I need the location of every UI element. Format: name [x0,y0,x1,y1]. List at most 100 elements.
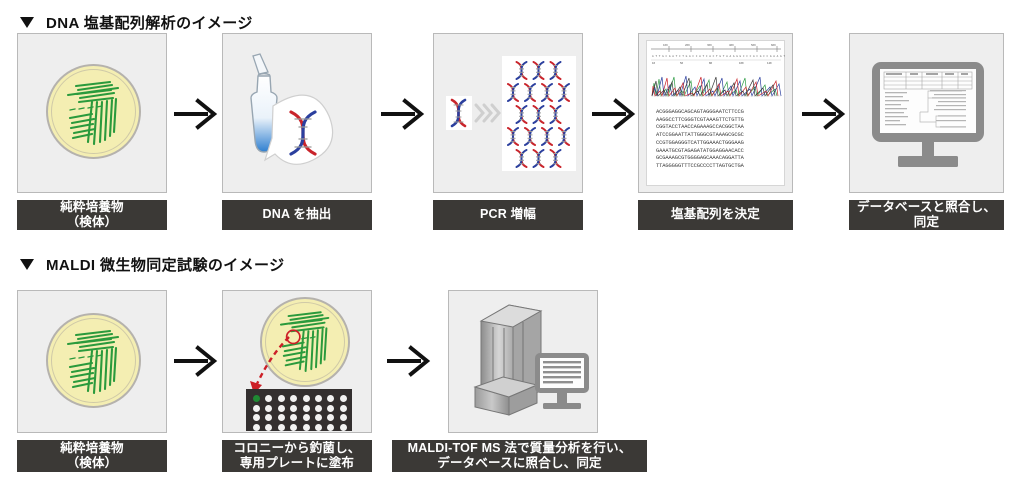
caption-pure-culture-maldi: 純粋培養物 （検体） [17,440,167,472]
caption-dna-extraction: DNA を抽出 [222,200,372,230]
petri-dish-rim [51,318,136,403]
svg-text:100: 100 [739,61,744,65]
petri-dish-rim [265,302,345,382]
svg-text:80: 80 [709,61,713,65]
caption-sequencing: 塩基配列を決定 [638,200,793,230]
dna-helix-icon [515,61,528,80]
target-well [302,414,310,421]
triangle-down-icon [20,259,34,270]
section-heading-dna: DNA 塩基配列解析のイメージ [20,12,253,33]
section-heading-maldi: MALDI 微生物同定試験のイメージ [20,254,285,275]
arrow-right-icon [174,98,218,130]
dna-helix-icon [541,127,553,146]
dna-helix-icon [532,149,545,168]
target-well [253,404,260,412]
caption-database-match: データベースと照合し、 同定 [849,200,1004,230]
panel-database-match [849,33,1004,193]
selected-colony-marker [285,329,301,345]
chromatogram-window: 100 200 300 400 500 600 A T T G C G A T C T … [646,40,786,186]
dna-helix-icon [532,61,545,80]
petri-dish [46,313,141,408]
svg-text:200: 200 [685,43,690,47]
dna-helix-icon [549,61,562,80]
panel-dna-extraction [222,33,372,193]
target-well [265,423,273,431]
chromatogram-trace: 100 200 300 400 500 600 A T T G C G A T C T … [651,43,786,98]
target-well [302,404,310,412]
dna-helix-icon [558,83,570,102]
target-well [315,395,322,402]
arrow-right-icon [387,345,431,377]
arrow-right-icon [174,345,218,377]
target-well [327,395,335,402]
dna-sequence-text: ACGGGAGGCAGCAGTAGGGAATCTTCCG AAGGCCTTCGG… [656,109,744,170]
caption-pick-colony: コロニーから釣菌し、 専用プレートに塗布 [222,440,372,472]
target-well [302,395,310,402]
dna-helix-icon [515,105,528,124]
dna-helix-icon [524,83,536,102]
target-well [290,423,298,431]
dna-helix-icon [524,127,536,146]
panel-sequencing: 100 200 300 400 500 600 A T T G C G A T C T … [638,33,793,193]
target-well [315,404,322,412]
microcentrifuge-tube-icon [250,53,334,165]
target-well [253,423,260,431]
bacterial-streak-icon [66,80,120,146]
triangle-down-icon [20,17,34,28]
target-well-spotted [253,395,260,402]
target-well [290,404,298,412]
maldi-target-plate [246,389,352,431]
petri-dish [260,297,350,387]
target-well [277,395,285,402]
target-well [339,395,347,402]
target-well [277,423,285,431]
bacterial-streak-icon [279,311,330,372]
target-well [277,414,285,421]
svg-text:600: 600 [771,43,776,47]
svg-text:100: 100 [663,43,668,47]
svg-text:140: 140 [767,61,772,65]
target-well [302,423,310,431]
bacterial-streak-icon [66,329,120,395]
target-well [339,423,347,431]
svg-text:300: 300 [707,43,712,47]
svg-text:10: 10 [652,61,656,65]
target-well [315,414,322,421]
target-well [327,414,335,421]
panel-pick-colony [222,290,372,433]
svg-text:A T T G C G A T C T G A C C A: A T T G C G A T C T G A C C A T C A C T … [652,54,786,58]
petri-dish-rim [51,69,136,154]
target-well [265,414,273,421]
target-well [290,414,298,421]
caption-pcr: PCR 増幅 [433,200,583,230]
panel-pure-culture-maldi [17,290,167,433]
dna-helix-icon [515,149,528,168]
target-well [290,395,298,402]
section-title-maldi: MALDI 微生物同定試験のイメージ [46,257,285,274]
target-well [339,404,347,412]
target-well [265,404,273,412]
caption-pure-culture-dna: 純粋培養物 （検体） [17,200,167,230]
caption-maldi-analysis: MALDI-TOF MS 法で質量分析を行い、 データベースに照合し、同定 [392,440,647,472]
target-well [315,423,322,431]
dna-helix-icon [507,127,519,146]
svg-text:500: 500 [751,43,756,47]
dna-helix-icon [558,127,570,146]
svg-text:50: 50 [680,61,684,65]
dna-helix-icon [549,105,562,124]
arrow-right-icon [592,98,636,130]
maldi-tof-instrument-icon [473,304,589,416]
target-well [265,395,273,402]
target-well [327,404,335,412]
panel-maldi-instrument [448,290,598,433]
section-title-dna: DNA 塩基配列解析のイメージ [46,15,253,32]
dna-helix-icon [549,149,562,168]
target-well [327,423,335,431]
target-well [277,404,285,412]
svg-text:400: 400 [729,43,734,47]
target-well [339,414,347,421]
arrow-right-icon [802,98,846,130]
petri-dish [46,64,141,159]
computer-monitor-icon [872,62,984,167]
chevrons-right-icon [474,103,501,123]
